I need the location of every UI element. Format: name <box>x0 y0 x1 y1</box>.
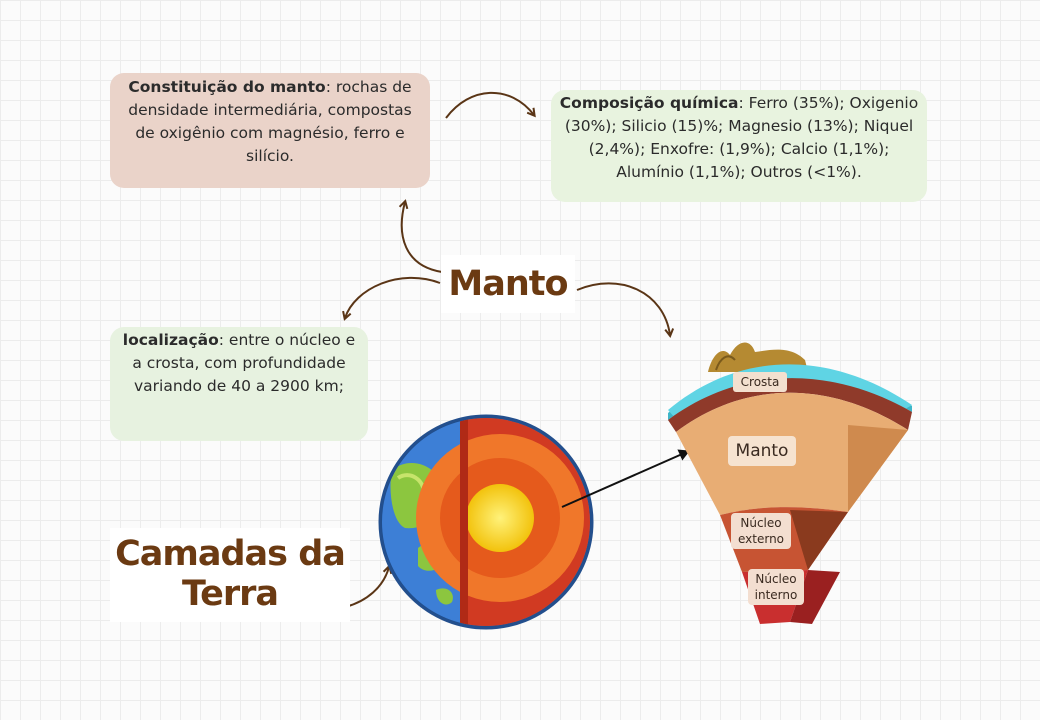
title-line-2: Terra <box>181 574 279 614</box>
label-nucleo-interno-line2: interno <box>754 588 798 602</box>
note-constitution-text: rochas de densidade intermediária, compo… <box>128 78 412 165</box>
title-manto: Manto <box>441 255 575 313</box>
label-nucleo-interno-line1: Núcleo <box>755 572 797 586</box>
arrow-manto-to-location <box>345 276 441 318</box>
label-nucleo-externo-line1: Núcleo <box>740 516 782 530</box>
title-line-1: Camadas da <box>115 534 346 574</box>
note-mantle-constitution: Constituição do manto: rochas de densida… <box>110 73 430 188</box>
label-nucleo-interno: Núcleo interno <box>748 569 804 605</box>
note-chemical-composition: Composição química: Ferro (35%); Oxigeni… <box>551 90 927 202</box>
earth-globe-illustration <box>378 414 594 630</box>
note-constitution-label: Constituição do manto <box>128 78 326 96</box>
pointer-arrow-globe-to-mantle <box>561 449 690 508</box>
note-location-label: localização <box>122 331 219 349</box>
arrow-manto-to-wedge <box>576 282 670 335</box>
arrow-constitution-to-composition <box>445 91 534 119</box>
note-composition-label: Composição química <box>559 94 739 112</box>
label-nucleo-externo-line2: externo <box>737 532 785 546</box>
label-nucleo-externo: Núcleo externo <box>731 513 791 549</box>
label-crosta: Crosta <box>733 372 787 392</box>
title-camadas-da-terra: Camadas da Terra <box>110 528 350 622</box>
note-location: localização: entre o núcleo e a crosta, … <box>110 327 368 441</box>
arrow-manto-to-constitution <box>402 202 443 273</box>
note-location-text: entre o núcleo e a crosta, com profundid… <box>132 331 356 395</box>
note-composition-text: Ferro (35%); Oxigenio (30%); Silicio (15… <box>564 94 919 181</box>
label-manto: Manto <box>728 436 796 466</box>
